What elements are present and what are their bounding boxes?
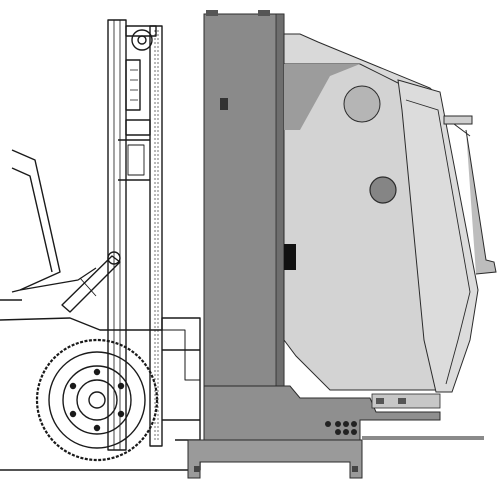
cab-assembly	[187, 10, 497, 479]
cab-vent-small	[369, 176, 397, 204]
skid-bolt-left	[194, 466, 200, 472]
cab-latch	[220, 98, 228, 110]
valve-cluster	[325, 421, 357, 435]
base-bolt-1	[376, 398, 384, 404]
cab-rear-panel-edge	[275, 13, 285, 387]
cab-door-frame	[397, 79, 479, 393]
front-wheel	[35, 338, 159, 462]
top-bracket-left	[206, 10, 218, 16]
forklift-chassis	[0, 299, 201, 471]
cab-hinge-block	[284, 244, 296, 270]
mast	[107, 19, 163, 451]
forklift-drawing	[0, 19, 201, 471]
door-handle	[443, 115, 497, 275]
cab-vent-large	[343, 85, 381, 123]
fork-carriage-outline	[11, 149, 97, 293]
cab-upper-shading	[284, 64, 360, 130]
cab-skid	[187, 439, 363, 479]
forklift-rear-frame	[162, 349, 200, 441]
base-bolt-2	[398, 398, 406, 404]
tilt-cylinder	[61, 251, 121, 313]
top-bracket-right	[258, 10, 270, 16]
cab-door-inner-line	[405, 99, 471, 385]
skid-bolt-right	[352, 466, 358, 472]
cab-rear-panel	[203, 13, 285, 387]
